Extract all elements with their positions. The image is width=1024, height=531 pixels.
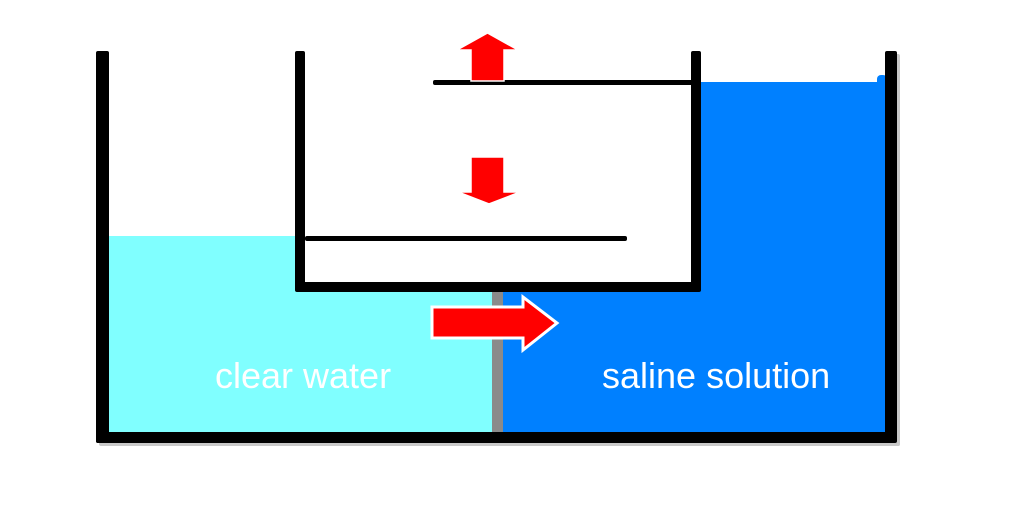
down-arrow-icon bbox=[457, 156, 521, 205]
inner-vessel-left-wall bbox=[295, 51, 305, 292]
semipermeable-membrane bbox=[492, 288, 503, 432]
saline-solution-label: saline solution bbox=[602, 355, 831, 396]
inner-vessel-bottom bbox=[295, 282, 701, 292]
outer-tank-bottom bbox=[96, 432, 897, 443]
clear-water-label: clear water bbox=[215, 355, 392, 396]
lower-level-line bbox=[305, 236, 627, 241]
saline-surface-meniscus bbox=[877, 75, 887, 87]
up-arrow-icon bbox=[454, 32, 521, 82]
inner-vessel-right-wall bbox=[691, 51, 701, 292]
saline-solution-body bbox=[701, 82, 885, 432]
outer-tank-left-wall bbox=[96, 51, 109, 443]
upper-level-line bbox=[433, 80, 696, 85]
outer-tank-right-wall bbox=[885, 51, 897, 443]
clear-water-body bbox=[109, 236, 295, 432]
right-arrow-icon bbox=[430, 293, 560, 354]
